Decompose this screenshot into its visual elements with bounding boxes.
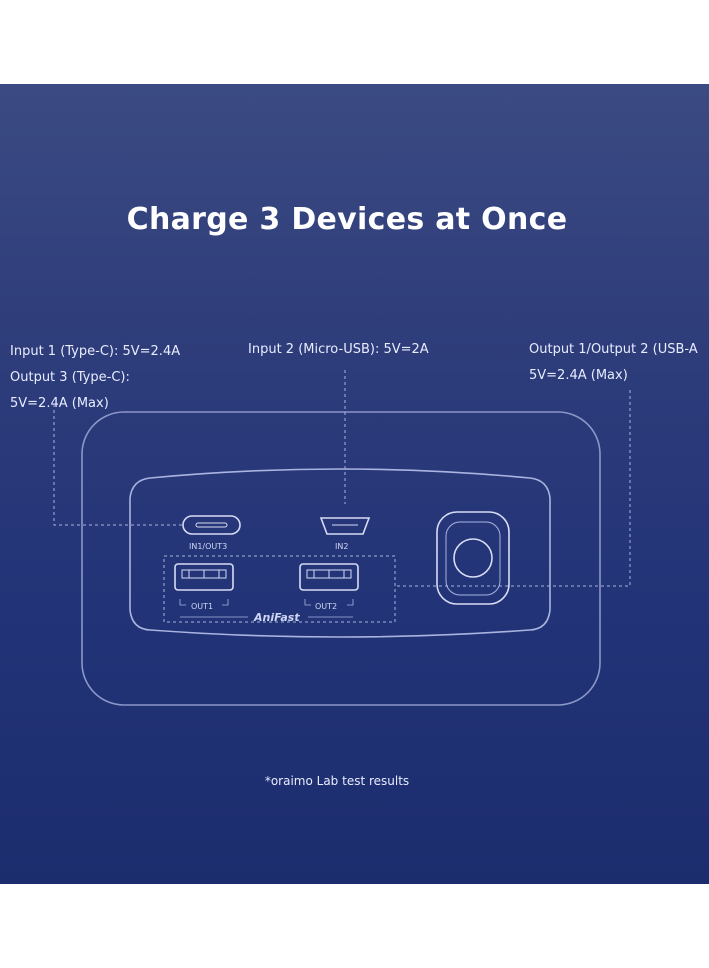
product-banner: Charge 3 Devices at Once Input 1 (Type-C…	[0, 84, 709, 884]
callout-output12-line1: Output 1/Output 2 (USB-A	[529, 342, 698, 357]
port-label-micro: IN2	[335, 542, 348, 551]
powerbank-diagram: IN1/OUT3 IN2 OUT1	[53, 370, 631, 706]
out2-bracket-left	[304, 599, 311, 606]
anifast-zone	[163, 555, 396, 623]
micro-usb-port-icon	[319, 517, 371, 535]
callout-input2-line1: Input 2 (Micro-USB): 5V=2A	[248, 342, 429, 357]
port-label-out1: OUT1	[191, 602, 213, 611]
out1-bracket-left	[179, 599, 186, 606]
usb-a-port-icon	[174, 563, 234, 591]
out1-bracket-right	[222, 599, 229, 606]
port-label-out2: OUT2	[315, 602, 337, 611]
leader-line-input1	[53, 404, 183, 526]
callout-input1-line2: Output 3 (Type-C):	[10, 370, 130, 385]
out2-bracket-right	[347, 599, 354, 606]
leader-line-output12	[395, 390, 631, 587]
page-title: Charge 3 Devices at Once	[126, 202, 568, 237]
footnote: *oraimo Lab test results	[264, 774, 410, 788]
power-button-icon	[436, 511, 510, 605]
callout-input2: Input 2 (Micro-USB): 5V=2A	[248, 337, 429, 363]
callout-input1: Input 1 (Type-C): 5V=2.4A Output 3 (Type…	[10, 339, 180, 417]
port-panel-outline	[129, 468, 551, 638]
device-outline	[81, 411, 601, 706]
callout-output12: Output 1/Output 2 (USB-A 5V=2.4A (Max)	[529, 337, 698, 389]
callout-input1-line1: Input 1 (Type-C): 5V=2.4A	[10, 344, 181, 359]
callout-output12-line2: 5V=2.4A (Max)	[529, 368, 628, 383]
port-label-typec: IN1/OUT3	[189, 542, 227, 551]
usb-a-port-icon	[299, 563, 359, 591]
callout-input1-line3: 5V=2.4A (Max)	[10, 396, 109, 411]
anifast-brand: AniFast	[253, 611, 300, 624]
usb-c-port-icon	[182, 515, 241, 535]
